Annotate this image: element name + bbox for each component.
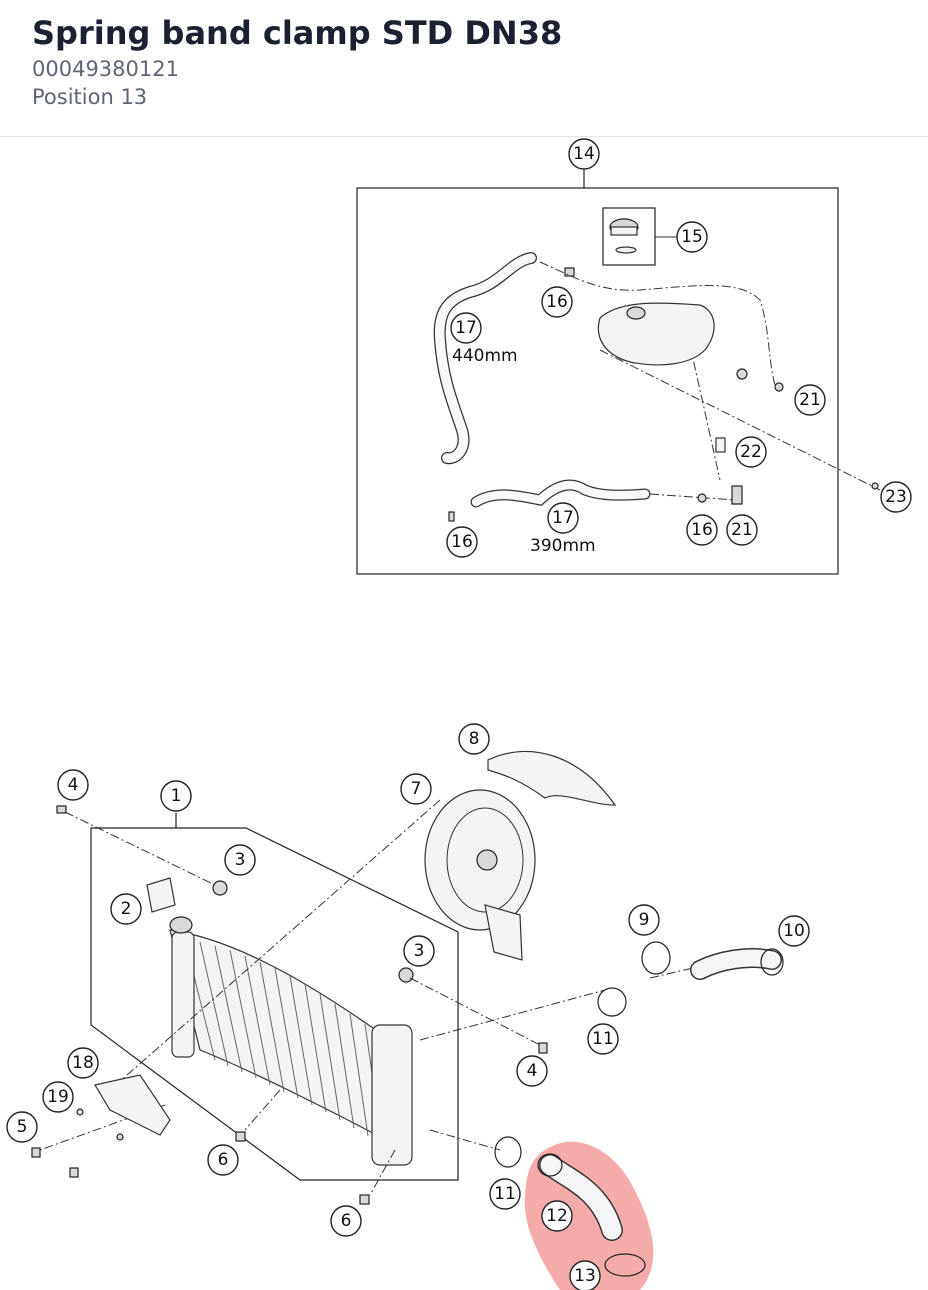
- callout-3[interactable]: 3: [224, 844, 256, 876]
- callout-6[interactable]: 6: [330, 1205, 362, 1237]
- callout-21[interactable]: 21: [726, 514, 758, 546]
- callout-6[interactable]: 6: [207, 1144, 239, 1176]
- svg-text:8: 8: [469, 729, 480, 749]
- callout-17[interactable]: 17: [547, 502, 579, 534]
- svg-text:10: 10: [783, 921, 805, 941]
- callout-23[interactable]: 23: [880, 481, 912, 513]
- callout-14[interactable]: 14: [568, 138, 600, 170]
- svg-text:19: 19: [47, 1087, 69, 1107]
- callout-8[interactable]: 8: [458, 723, 490, 755]
- callout-16[interactable]: 16: [686, 514, 718, 546]
- hose-length-390: 390mm: [530, 536, 596, 556]
- svg-text:12: 12: [546, 1206, 568, 1226]
- callout-3[interactable]: 3: [403, 935, 435, 967]
- svg-text:11: 11: [592, 1029, 614, 1049]
- svg-text:3: 3: [414, 941, 425, 961]
- svg-text:2: 2: [121, 899, 132, 919]
- part-position: Position 13: [32, 85, 148, 109]
- callout-7[interactable]: 7: [400, 773, 432, 805]
- callout-10[interactable]: 10: [778, 915, 810, 947]
- callout-21[interactable]: 21: [794, 384, 826, 416]
- svg-text:7: 7: [411, 779, 422, 799]
- svg-text:17: 17: [552, 508, 574, 528]
- callout-11[interactable]: 11: [587, 1023, 619, 1055]
- svg-text:16: 16: [451, 532, 473, 552]
- svg-text:9: 9: [639, 910, 650, 930]
- svg-text:22: 22: [740, 442, 762, 462]
- callout-1[interactable]: 1: [160, 780, 192, 812]
- callout-18[interactable]: 18: [67, 1047, 99, 1079]
- callout-15[interactable]: 15: [676, 221, 708, 253]
- svg-text:6: 6: [341, 1211, 352, 1231]
- position-callouts: 14 15 16 17 21 22 23 16 17 16 21 8 4 1 7…: [6, 138, 912, 1290]
- callout-22[interactable]: 22: [735, 436, 767, 468]
- svg-text:18: 18: [72, 1053, 94, 1073]
- part-header: Spring band clamp STD DN38 00049380121 P…: [0, 0, 928, 137]
- svg-text:23: 23: [885, 487, 907, 507]
- svg-text:15: 15: [681, 227, 703, 247]
- callout-16[interactable]: 16: [446, 526, 478, 558]
- svg-text:21: 21: [799, 390, 821, 410]
- callout-9[interactable]: 9: [628, 904, 660, 936]
- radiator-assembly: [31, 750, 784, 1277]
- part-title: Spring band clamp STD DN38: [32, 14, 563, 52]
- svg-text:14: 14: [573, 144, 595, 164]
- callout-5[interactable]: 5: [6, 1111, 38, 1143]
- callout-17[interactable]: 17: [450, 312, 482, 344]
- svg-text:6: 6: [218, 1150, 229, 1170]
- svg-text:4: 4: [527, 1061, 538, 1081]
- hose-length-440: 440mm: [452, 346, 518, 366]
- svg-text:21: 21: [731, 520, 753, 540]
- svg-text:16: 16: [546, 292, 568, 312]
- callout-11[interactable]: 11: [489, 1178, 521, 1210]
- svg-text:4: 4: [68, 775, 79, 795]
- svg-text:11: 11: [494, 1184, 516, 1204]
- coolant-reservoir-kit: 440mm 390mm: [356, 170, 881, 575]
- callout-16[interactable]: 16: [541, 286, 573, 318]
- svg-text:1: 1: [171, 786, 182, 806]
- svg-text:16: 16: [691, 520, 713, 540]
- callout-12[interactable]: 12: [541, 1200, 573, 1232]
- svg-text:3: 3: [235, 850, 246, 870]
- svg-text:17: 17: [455, 318, 477, 338]
- callout-2[interactable]: 2: [110, 893, 142, 925]
- callout-13[interactable]: 13: [569, 1260, 601, 1290]
- callout-19[interactable]: 19: [42, 1081, 74, 1113]
- callout-4[interactable]: 4: [516, 1055, 548, 1087]
- svg-text:5: 5: [17, 1117, 28, 1137]
- svg-text:13: 13: [574, 1266, 596, 1286]
- callout-4[interactable]: 4: [57, 769, 89, 801]
- part-number: 00049380121: [32, 57, 179, 81]
